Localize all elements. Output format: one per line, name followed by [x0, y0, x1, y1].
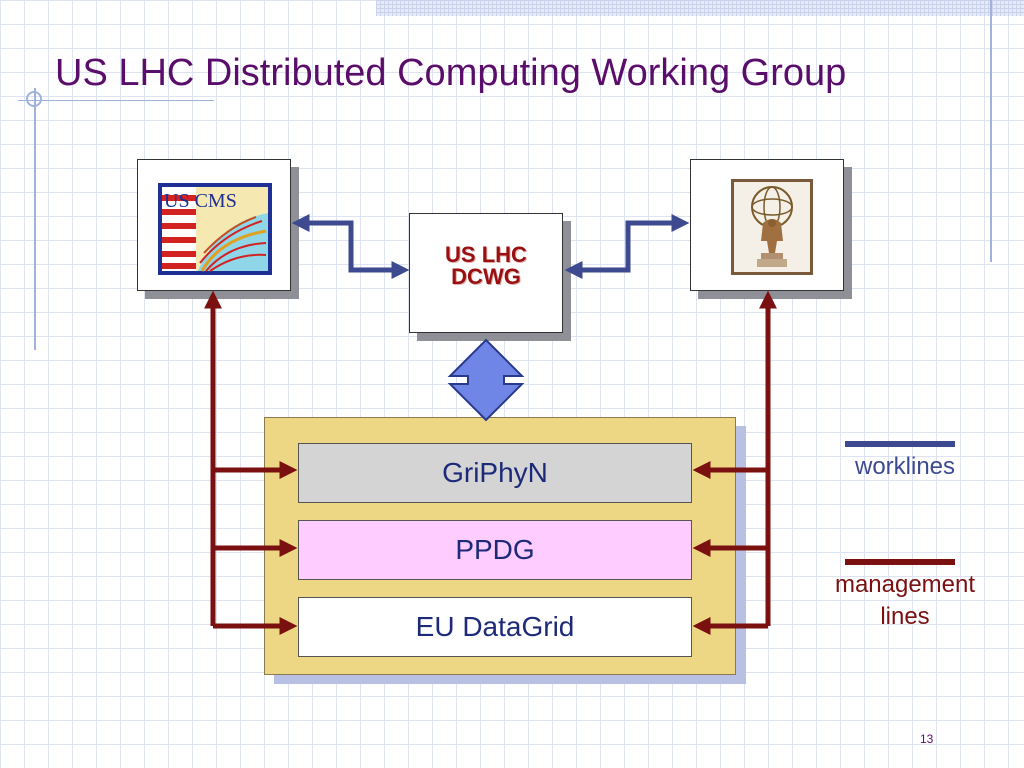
left-decoration-rule — [34, 88, 36, 350]
title-underline-rule — [18, 100, 214, 101]
org-row-griphyn: GriPhyN — [298, 443, 692, 503]
atlas-logo-box — [690, 159, 844, 291]
org-row-eu-datagrid: EU DataGrid — [298, 597, 692, 657]
workline-right — [564, 214, 690, 279]
uscms-logo-box: US CMS — [137, 159, 291, 291]
workline-left — [291, 214, 410, 279]
org-label-griphyn: GriPhyN — [442, 457, 548, 488]
atlas-statue-icon — [731, 179, 813, 275]
dcwg-double-arrow — [447, 338, 525, 422]
slide-title: US LHC Distributed Computing Working Gro… — [55, 52, 847, 94]
header-band — [376, 0, 1024, 16]
org-label-ppdg: PPDG — [455, 534, 535, 565]
org-label-eu-datagrid: EU DataGrid — [415, 611, 575, 642]
org-row-ppdg: PPDG — [298, 520, 692, 580]
page-number: 13 — [920, 732, 934, 746]
uscms-logo: US CMS — [158, 183, 272, 275]
dcwg-label: US LHC DCWG — [410, 244, 562, 288]
us-lhc-dcwg-box: US LHC DCWG — [409, 213, 563, 333]
stripes-graphic — [162, 187, 196, 271]
uscms-logo-text: US CMS — [164, 190, 237, 212]
dcwg-label-line1: US LHC — [445, 242, 527, 267]
legend-workline-swatch — [845, 441, 955, 447]
legend-management-label: management lines — [834, 571, 976, 630]
dcwg-label-line2: DCWG — [451, 264, 521, 289]
title-bullet-ring — [26, 91, 42, 107]
right-decoration-rule — [990, 0, 992, 262]
legend-workline-label: worklines — [854, 453, 956, 480]
legend-management-swatch — [845, 559, 955, 565]
